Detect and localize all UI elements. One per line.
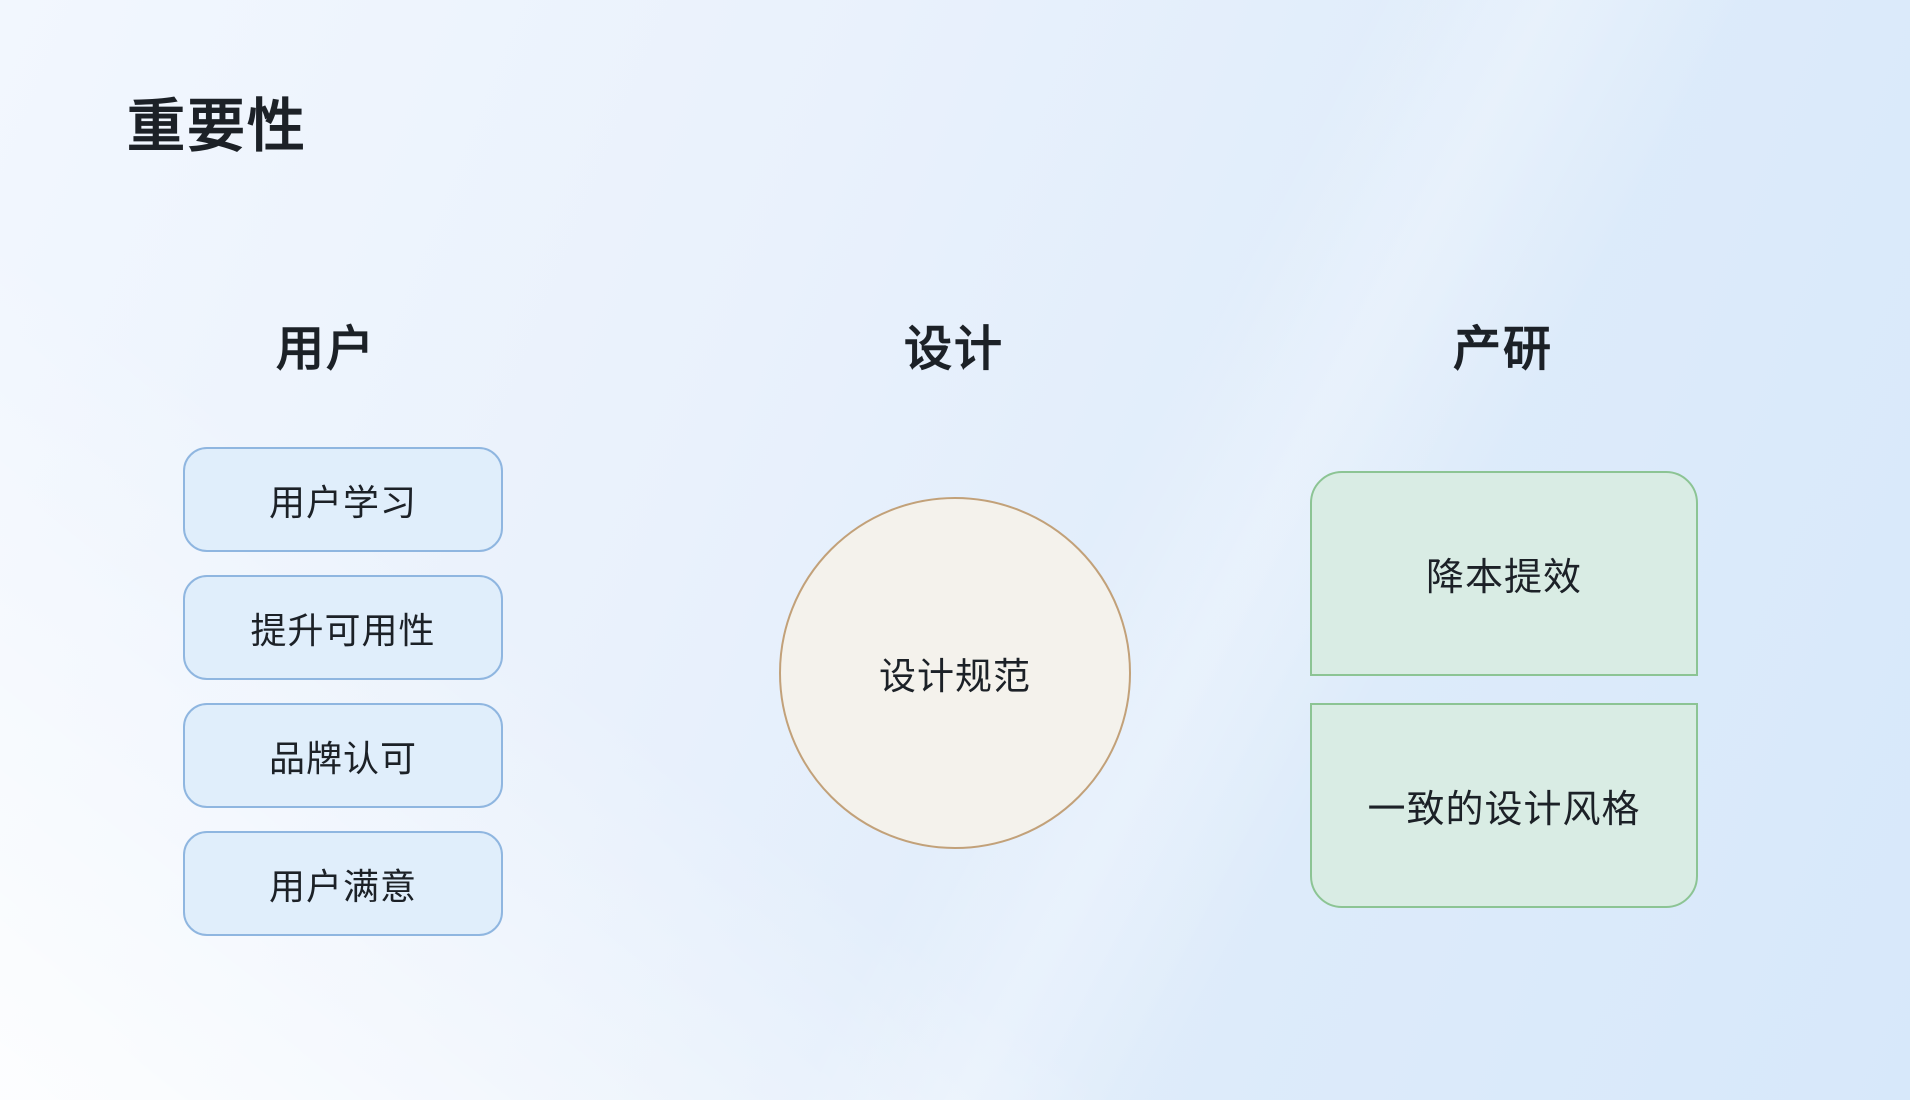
column-header-product: 产研 — [1452, 323, 1554, 376]
user-node-brand: 品牌认可 — [183, 703, 503, 808]
page-title: 重要性 — [127, 94, 308, 159]
design-spec-circle: 设计规范 — [779, 497, 1131, 849]
product-node-consistency: 一致的设计风格 — [1310, 703, 1698, 908]
user-node-usability: 提升可用性 — [183, 575, 503, 680]
user-node-learning: 用户学习 — [183, 447, 503, 552]
product-node-efficiency: 降本提效 — [1310, 471, 1698, 676]
column-header-users: 用户 — [275, 323, 377, 376]
column-header-design: 设计 — [903, 323, 1005, 376]
users-node-stack: 用户学习 提升可用性 品牌认可 用户满意 — [183, 447, 503, 936]
user-node-satisfaction: 用户满意 — [183, 831, 503, 936]
